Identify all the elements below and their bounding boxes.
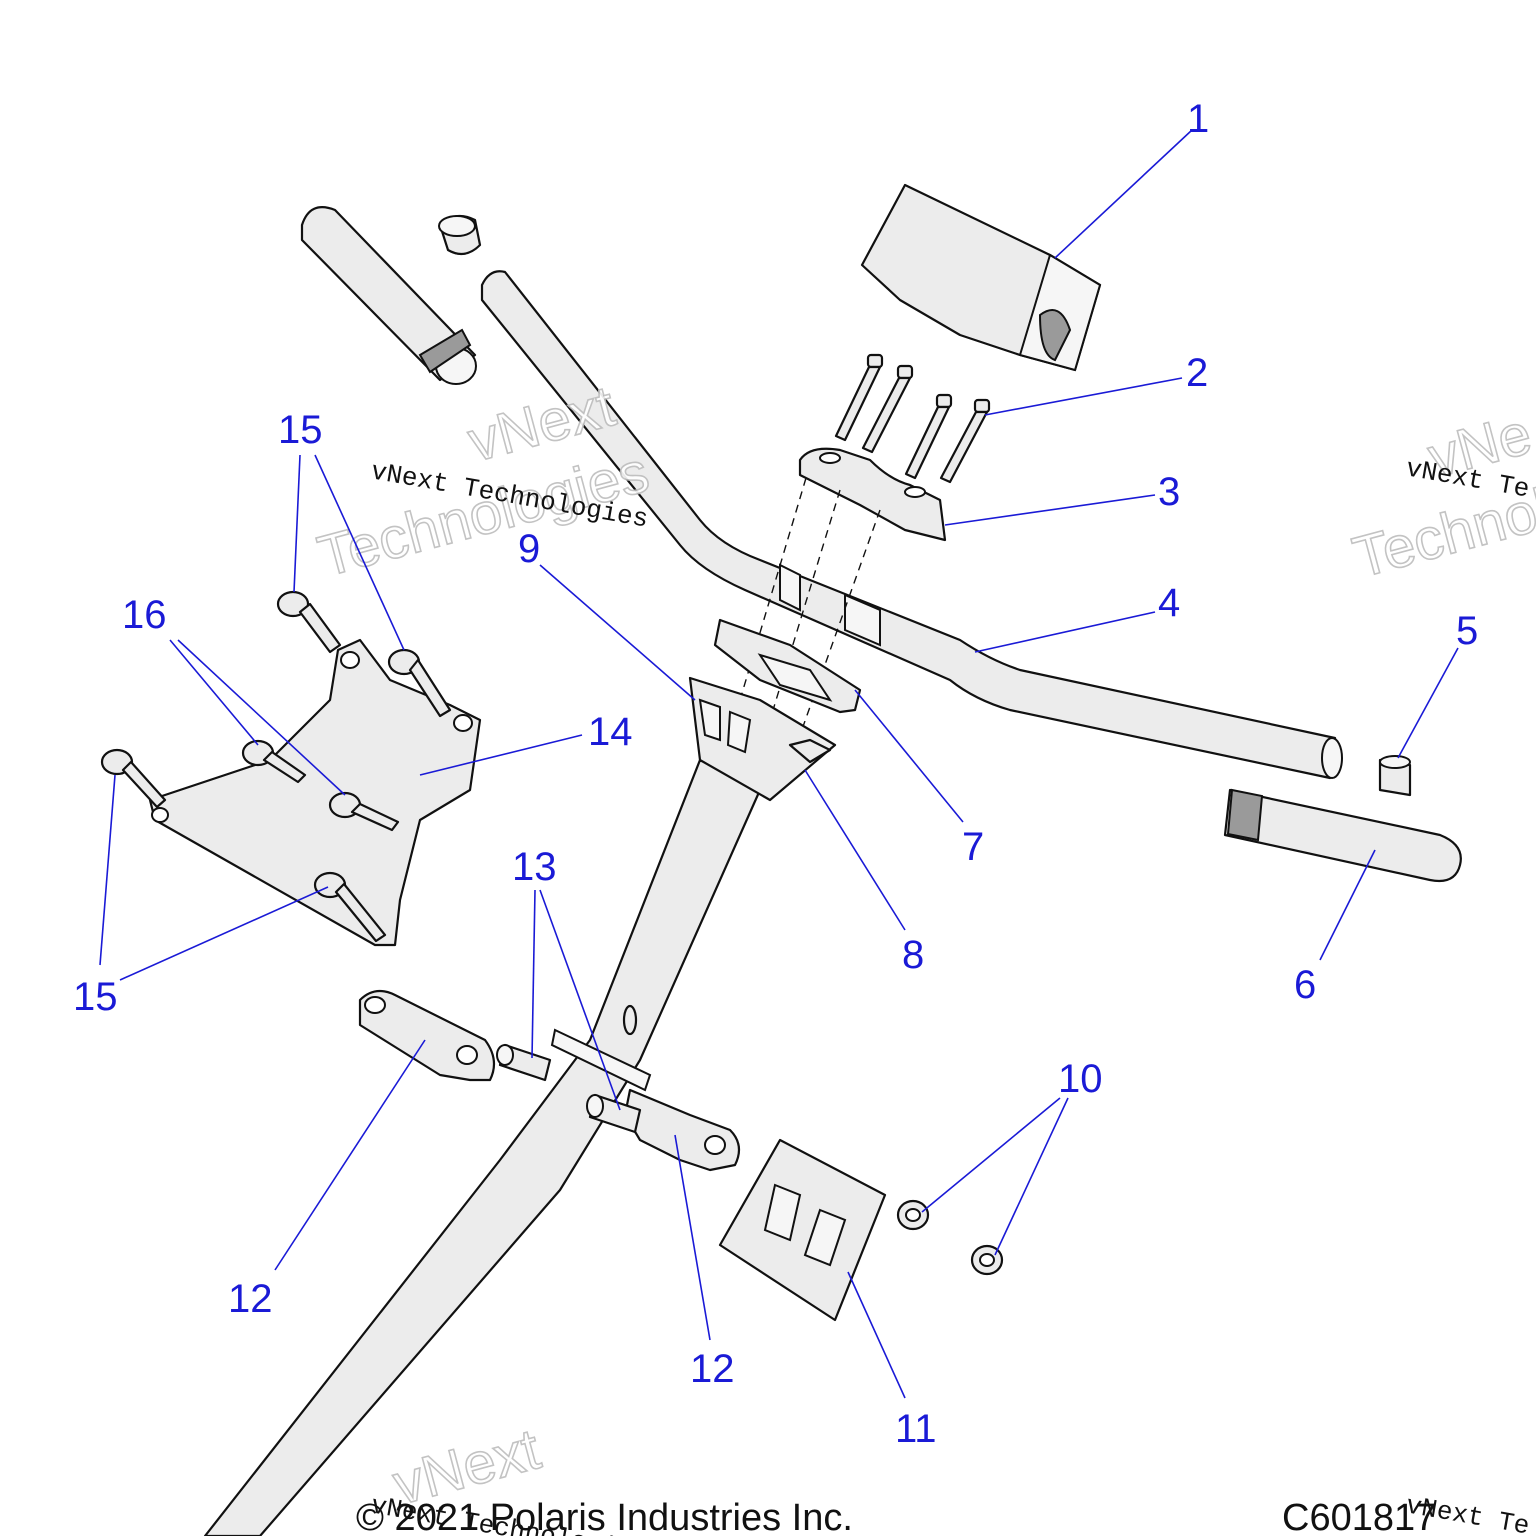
callout-15-top: 15 bbox=[278, 408, 323, 452]
left-pivot-bracket bbox=[358, 989, 496, 1082]
callout-8: 8 bbox=[902, 933, 924, 977]
callout-14: 14 bbox=[588, 710, 633, 754]
callout-9: 9 bbox=[518, 527, 540, 571]
diagram-code: C601817 bbox=[1282, 1497, 1436, 1536]
callout-2: 2 bbox=[1186, 351, 1208, 395]
callout-12-left: 12 bbox=[228, 1277, 273, 1321]
callout-4: 4 bbox=[1158, 581, 1180, 625]
callout-1: 1 bbox=[1187, 97, 1209, 141]
footer: © 2021 Polaris Industries Inc. C601817 bbox=[356, 1497, 1436, 1536]
right-grip bbox=[1223, 788, 1462, 883]
access-plate bbox=[718, 1138, 887, 1322]
callout-7: 7 bbox=[962, 825, 984, 869]
callout-5: 5 bbox=[1456, 609, 1478, 653]
lower-clamp bbox=[713, 618, 862, 714]
callout-6: 6 bbox=[1294, 963, 1316, 1007]
copyright-text: © 2021 Polaris Industries Inc. bbox=[356, 1497, 853, 1536]
upper-clamp bbox=[798, 447, 947, 542]
left-grip bbox=[300, 206, 477, 385]
left-end-cap bbox=[438, 214, 482, 256]
callout-13: 13 bbox=[512, 845, 557, 889]
upper-clamp-bolts bbox=[834, 353, 991, 484]
leader-lines bbox=[99, 129, 1459, 1399]
callout-12-right: 12 bbox=[690, 1347, 735, 1391]
stem-bracket bbox=[688, 676, 837, 802]
callout-10: 10 bbox=[1058, 1057, 1103, 1101]
pivot-bushings bbox=[496, 1043, 642, 1134]
mount-plate bbox=[148, 638, 482, 947]
right-end-cap bbox=[1378, 755, 1412, 797]
mount-plate-bolts bbox=[100, 590, 452, 943]
callout-3: 3 bbox=[1158, 470, 1180, 514]
callout-15-bottom: 15 bbox=[73, 975, 118, 1019]
callout-numbers: 1 2 3 4 5 6 7 8 9 10 11 12 12 13 14 15 1… bbox=[73, 97, 1478, 1451]
handlebar bbox=[480, 270, 1343, 780]
callout-16: 16 bbox=[122, 593, 167, 637]
callout-11: 11 bbox=[895, 1407, 937, 1451]
gauge-cover bbox=[860, 183, 1102, 372]
grommets bbox=[896, 1199, 1004, 1276]
right-pivot-bracket bbox=[623, 1088, 741, 1172]
